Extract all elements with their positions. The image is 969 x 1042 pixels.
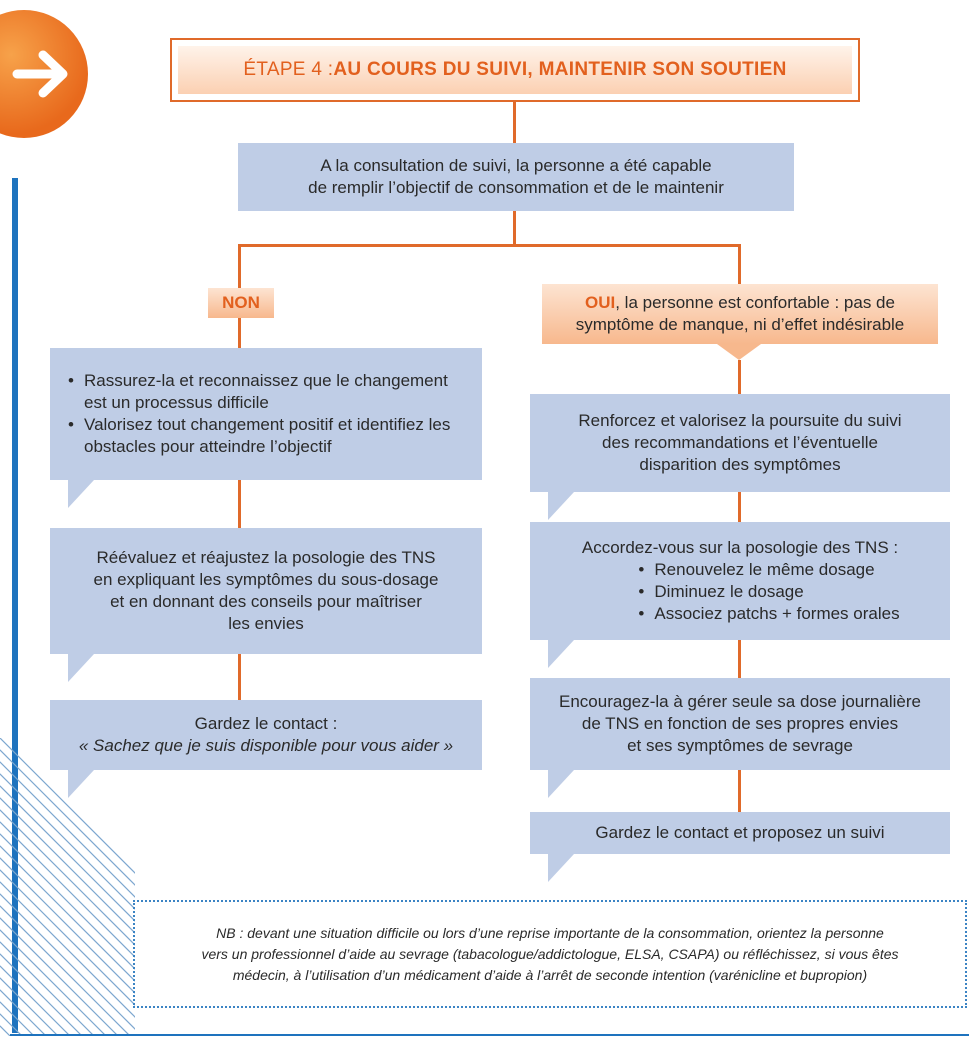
speech-tail — [68, 480, 94, 508]
step-title-box: ÉTAPE 4 : AU COURS DU SUIVI, MAINTENIR S… — [170, 38, 860, 102]
right-box1-line1: Renforcez et valorisez la poursuite du s… — [578, 411, 902, 430]
left-box2-line1: Réévaluez et réajustez la posologie des … — [96, 548, 436, 567]
left-box3-line1: Gardez le contact : — [194, 714, 338, 733]
connector-top-down — [513, 210, 516, 246]
connector-right-2 — [738, 492, 741, 522]
left-box2-line3: et en donnant des conseils pour maîtrise… — [110, 592, 422, 611]
step-title-main: AU COURS DU SUIVI, MAINTENIR SON SOUTIEN — [333, 59, 787, 80]
right-box1-line3: disparition des symptômes — [639, 455, 841, 474]
top-box-line1: A la consultation de suivi, la personne … — [320, 156, 712, 175]
bottom-rule — [10, 1034, 969, 1036]
list-item: Valorisez tout changement positif et ide… — [66, 414, 466, 458]
left-box-reassure-list: Rassurez-la et reconnaissez que le chang… — [66, 370, 466, 458]
left-box-keep-contact: Gardez le contact : « Sachez que je suis… — [50, 700, 482, 770]
right-box-encourage: Encouragez-la à gérer seule sa dose jour… — [530, 678, 950, 770]
chevron-right-icon — [12, 50, 68, 98]
right-box3-line3: et ses symptômes de sevrage — [627, 736, 853, 755]
top-box-line2: de remplir l’objectif de consommation et… — [308, 178, 724, 197]
speech-tail — [68, 654, 94, 682]
list-item: Associez patchs + formes orales — [636, 603, 899, 625]
speech-tail — [548, 640, 574, 668]
speech-tail — [548, 854, 574, 882]
oui-label-box: OUI, la personne est confortable : pas d… — [542, 284, 938, 344]
left-box-reevaluate: Réévaluez et réajustez la posologie des … — [50, 528, 482, 654]
right-box3-line1: Encouragez-la à gérer seule sa dose jour… — [559, 692, 921, 711]
left-box2-line4: les envies — [228, 614, 304, 633]
oui-text-2: symptôme de manque, ni d’effet indésirab… — [575, 315, 905, 334]
top-question-box: A la consultation de suivi, la personne … — [238, 143, 794, 211]
step-title: ÉTAPE 4 : AU COURS DU SUIVI, MAINTENIR S… — [178, 46, 852, 94]
right-box4-line1: Gardez le contact et proposez un suivi — [595, 823, 885, 842]
connector-branch-left — [238, 244, 241, 288]
list-item: Rassurez-la et reconnaissez que le chang… — [66, 370, 466, 414]
connector-branch-right — [738, 244, 741, 284]
nb-line1: NB : devant une situation difficile ou l… — [216, 924, 884, 941]
left-box-reassure: Rassurez-la et reconnaissez que le chang… — [50, 348, 482, 480]
step-title-prefix: ÉTAPE 4 : — [243, 59, 334, 80]
right-box2-line1: Accordez-vous sur la posologie des TNS : — [581, 538, 899, 557]
right-box-follow-up: Gardez le contact et proposez un suivi — [530, 812, 950, 854]
nb-note: NB : devant une situation difficile ou l… — [133, 900, 967, 1008]
list-item: Renouvelez le même dosage — [636, 559, 899, 581]
nb-line3: médecin, à l’utilisation d’un médicament… — [232, 966, 868, 983]
right-box-reinforce: Renforcez et valorisez la poursuite du s… — [530, 394, 950, 492]
oui-text-1: , la personne est confortable : pas de — [615, 293, 895, 312]
right-box-posology: Accordez-vous sur la posologie des TNS :… — [530, 522, 950, 640]
left-box3-line2: « Sachez que je suis disponible pour vou… — [78, 736, 454, 755]
speech-tail — [548, 492, 574, 520]
speech-tail — [548, 770, 574, 798]
speech-tail — [68, 770, 94, 798]
connector-left-3 — [238, 654, 241, 700]
connector-right-3 — [738, 640, 741, 678]
connector-right-1 — [738, 360, 741, 394]
oui-label: OUI — [585, 293, 616, 312]
connector-left-1 — [238, 318, 241, 348]
right-box1-line2: des recommandations et l’éventuelle — [602, 433, 878, 452]
oui-arrow — [717, 344, 761, 360]
connector-branch-horizontal — [238, 244, 741, 247]
arrow-badge — [0, 10, 88, 138]
right-box2-list: Renouvelez le même dosage Diminuez le do… — [636, 559, 899, 625]
non-label-box: NON — [208, 288, 274, 318]
connector-right-4 — [738, 770, 741, 812]
side-blue-bar — [12, 178, 18, 1033]
nb-line2: vers un professionnel d’aide au sevrage … — [201, 945, 899, 962]
list-item: Diminuez le dosage — [636, 581, 899, 603]
left-box2-line2: en expliquant les symptômes du sous-dosa… — [93, 570, 439, 589]
connector-title-to-top — [513, 102, 516, 144]
hatch-decoration — [0, 738, 135, 1036]
connector-left-2 — [238, 480, 241, 528]
right-box3-line2: de TNS en fonction de ses propres envies — [581, 714, 899, 733]
non-label: NON — [222, 293, 260, 312]
